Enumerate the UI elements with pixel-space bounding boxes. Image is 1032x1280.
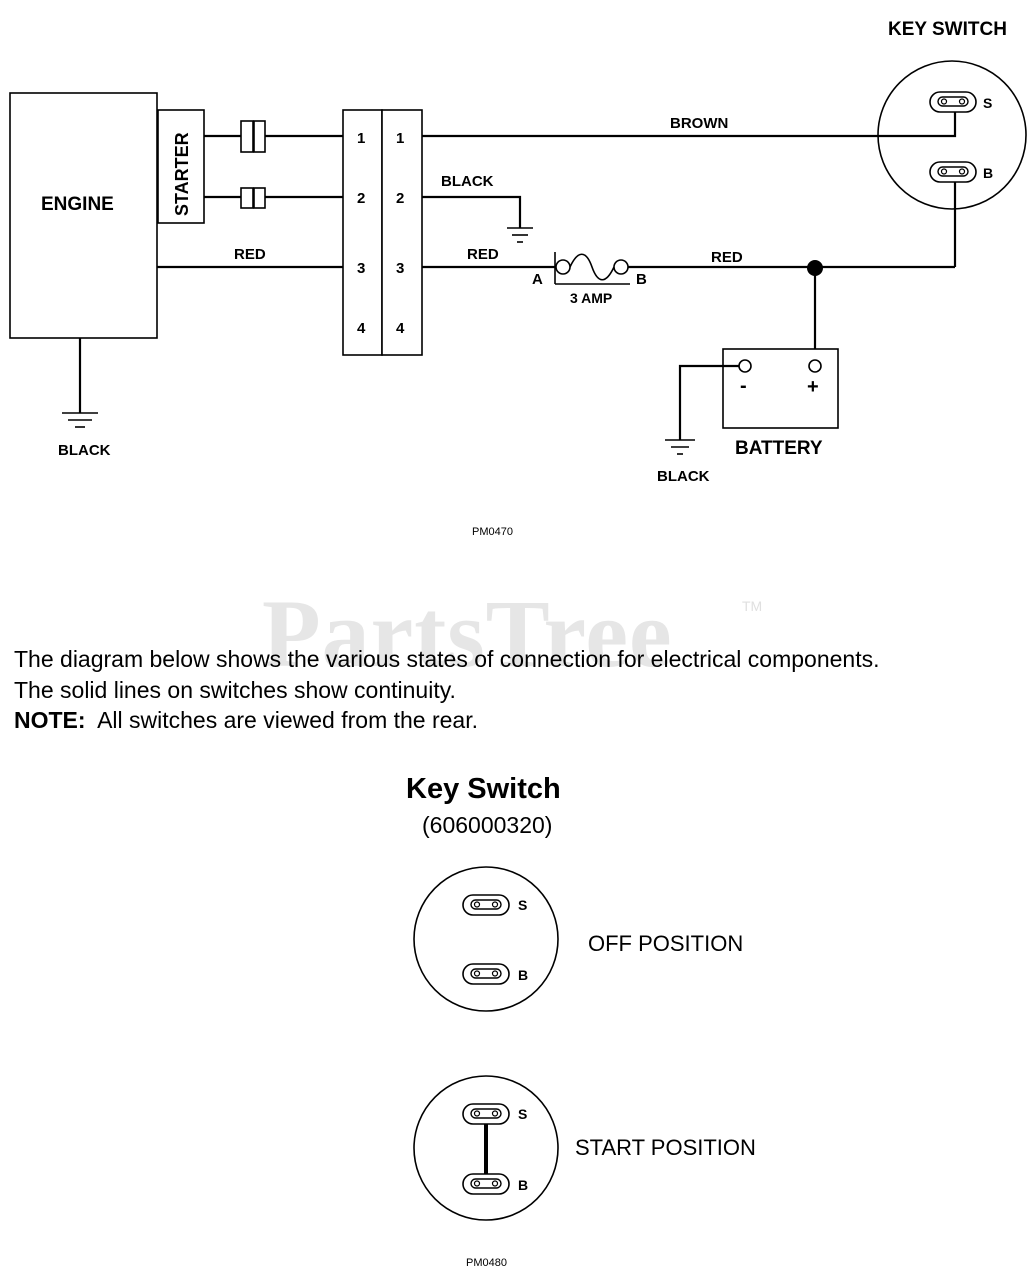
key-switch-code: PM0480: [466, 1257, 507, 1269]
key-switch-title: KEY SWITCH: [888, 19, 1007, 40]
inline-connector-2: [240, 187, 266, 209]
fuse-terminal-b: B: [636, 271, 647, 288]
fuse-terminal-a: A: [532, 271, 543, 288]
key-switch-s-label: S: [983, 95, 992, 111]
connector-red-label: RED: [467, 246, 499, 263]
starter-box: [157, 109, 205, 224]
key-switch-schematic: [877, 60, 1027, 210]
connector-left-pin-4: 4: [357, 320, 366, 337]
battery-positive-terminal: [808, 359, 822, 373]
black-wire-label: BLACK: [441, 173, 494, 190]
wiring-schematic: KEY SWITCH ENGINE STARTER RED 1 2 3 4 1 …: [9, 19, 1027, 538]
engine-label: ENGINE: [41, 194, 114, 215]
notes-line-3: NOTE: All switches are viewed from the r…: [14, 705, 880, 736]
off-s-label: S: [518, 897, 527, 913]
battery-ground-label: BLACK: [657, 468, 710, 485]
fuse-symbol: [554, 252, 630, 285]
start-b-label: B: [518, 1177, 528, 1193]
battery-negative-sign: -: [740, 375, 747, 397]
key-switch-b-label: B: [983, 165, 993, 181]
battery-red-label: RED: [711, 249, 743, 266]
engine-box: [9, 92, 158, 339]
start-position-label: START POSITION: [575, 1135, 756, 1160]
inline-connector-1: [240, 120, 266, 153]
off-b-label: B: [518, 967, 528, 983]
schematic-code: PM0470: [472, 526, 513, 538]
black-wire: [422, 195, 522, 228]
battery-ground-wire: [678, 364, 739, 440]
connector-left-pin-2: 2: [357, 190, 365, 207]
note-label: NOTE:: [14, 707, 86, 733]
connector-right: [381, 109, 423, 356]
connector-right-pin-4: 4: [396, 320, 405, 337]
connector-left-pin-1: 1: [357, 130, 365, 147]
off-position-switch: [413, 866, 559, 1012]
battery-positive-sign: +: [807, 376, 819, 398]
brown-wire: [422, 103, 957, 138]
notes-line-2: The solid lines on switches show continu…: [14, 676, 456, 703]
connector-left-pin-3: 3: [357, 260, 365, 277]
watermark-trademark: TM: [742, 598, 763, 614]
fuse-rating: 3 AMP: [570, 290, 612, 306]
watermark-text: PartsTree: [262, 580, 673, 687]
start-position-switch: [413, 1075, 559, 1221]
notes-line-1: The diagram below shows the various stat…: [14, 646, 880, 672]
starter-label: STARTER: [172, 132, 192, 216]
connector-right-pin-3: 3: [396, 260, 404, 277]
ground-symbol-connector: [507, 227, 533, 243]
battery-negative-terminal: [738, 359, 752, 373]
connector-right-pin-2: 2: [396, 190, 404, 207]
key-switch-states-title: Key Switch: [406, 773, 561, 805]
off-position-label: OFF POSITION: [588, 931, 744, 956]
engine-red-label: RED: [234, 246, 266, 263]
brown-wire-label: BROWN: [670, 115, 728, 132]
start-s-label: S: [518, 1106, 527, 1122]
engine-ground-label: BLACK: [58, 442, 111, 459]
key-switch-part-number: (606000320): [422, 812, 553, 838]
battery-label: BATTERY: [735, 438, 823, 459]
connector-right-pin-1: 1: [396, 130, 404, 147]
note-text: All switches are viewed from the rear.: [85, 707, 478, 733]
ground-symbol-engine: [62, 412, 98, 428]
notes-block: The diagram below shows the various stat…: [14, 644, 880, 736]
ground-symbol-battery: [665, 439, 695, 455]
